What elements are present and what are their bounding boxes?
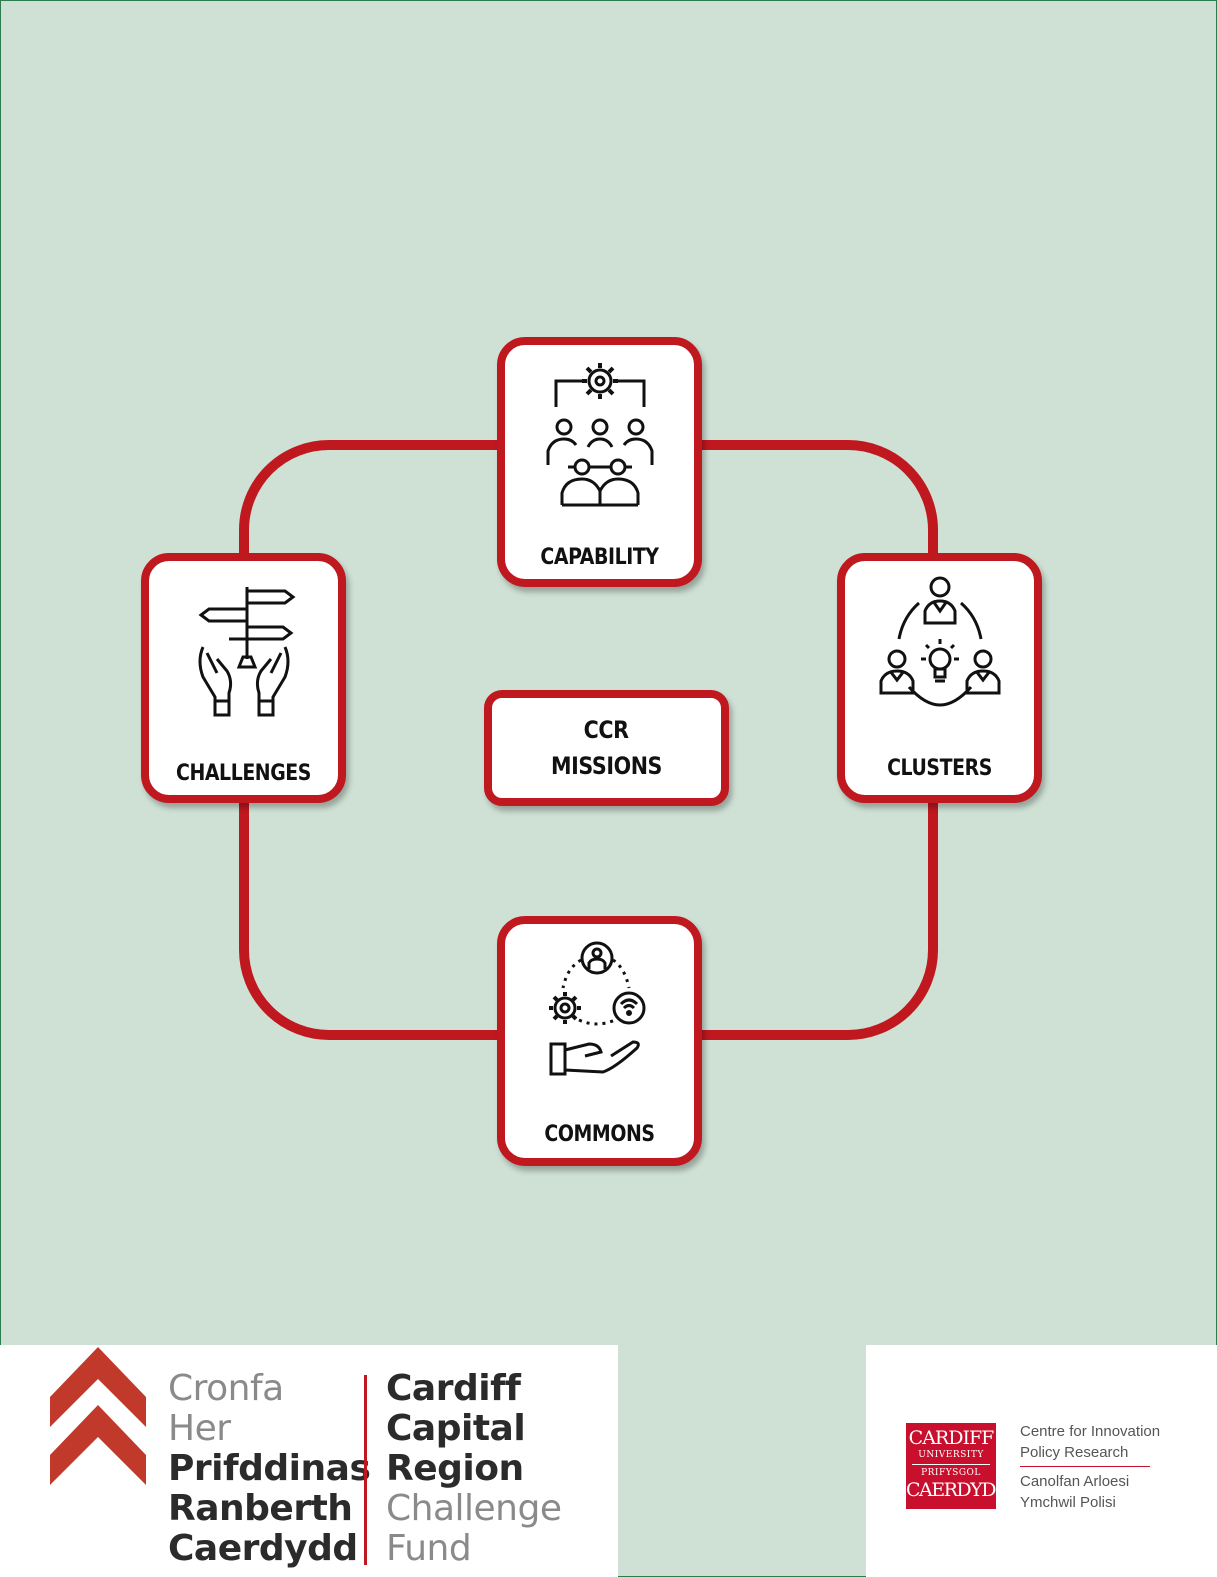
- cu-logo-line4: CAERDYDD: [906, 1479, 1010, 1501]
- cipr-line2: Policy Research: [1020, 1444, 1129, 1461]
- cardiff-university-logo: CARDIFF UNIVERSITY PRIFYSGOL CAERDYDD: [906, 1423, 1010, 1509]
- center-label-line2: MISSIONS: [551, 752, 662, 780]
- node-label-clusters: CLUSTERS: [887, 756, 992, 781]
- english-name: Cardiff Capital Region Challenge Fund: [386, 1368, 562, 1569]
- team-gear-network-icon: [505, 355, 694, 515]
- node-clusters: CLUSTERS: [837, 553, 1042, 803]
- node-capability: CAPABILITY: [497, 337, 702, 587]
- english-line: Capital: [386, 1408, 526, 1449]
- welsh-name: Cronfa Her Prifddinas Ranberth Caerdydd: [168, 1368, 371, 1569]
- welsh-line: Prifddinas: [168, 1448, 371, 1489]
- welsh-line: Her: [168, 1408, 231, 1449]
- center-label-line1: CCR: [584, 716, 629, 744]
- cipr-line1: Centre for Innovation: [1020, 1423, 1161, 1440]
- node-label-challenges: CHALLENGES: [175, 761, 312, 786]
- welsh-line: Ranberth: [168, 1488, 353, 1529]
- welsh-line: Caerdydd: [168, 1528, 358, 1569]
- node-label-capability: CAPABILITY: [540, 545, 659, 570]
- welsh-line: Cronfa: [168, 1368, 284, 1409]
- node-label-commons: COMMONS: [544, 1122, 655, 1147]
- english-line: Fund: [386, 1528, 472, 1569]
- cu-logo-line1: CARDIFF: [908, 1427, 995, 1449]
- cu-logo-separator: [912, 1464, 990, 1465]
- hand-shared-resources-icon: [505, 932, 694, 1092]
- node-challenges: CHALLENGES: [141, 553, 346, 803]
- center-missions-box: CCR MISSIONS: [484, 690, 729, 806]
- cardiff-university-logo-panel: CARDIFF UNIVERSITY PRIFYSGOL CAERDYDD Ce…: [866, 1345, 1217, 1577]
- logo-divider: [364, 1375, 367, 1565]
- chevron-logo-icon: [50, 1347, 146, 1485]
- ccr-challenge-fund-logo-panel: Cronfa Her Prifddinas Ranberth Caerdydd …: [0, 1345, 618, 1577]
- cipr-line3: Canolfan Arloesi: [1020, 1473, 1130, 1490]
- cipr-rule: [1020, 1466, 1150, 1467]
- signpost-hands-icon: [149, 581, 338, 721]
- cipr-text: Centre for Innovation Policy Research Ca…: [1020, 1421, 1160, 1513]
- node-commons: COMMONS: [497, 916, 702, 1166]
- english-line: Challenge: [386, 1488, 562, 1529]
- people-idea-cluster-icon: [845, 567, 1034, 727]
- cu-logo-line2: UNIVERSITY: [918, 1450, 984, 1460]
- cu-logo-line3: PRIFYSGOL: [921, 1468, 981, 1478]
- english-line: Region: [386, 1448, 524, 1489]
- english-line: Cardiff: [386, 1368, 521, 1409]
- cipr-line4: Ymchwil Polisi: [1020, 1494, 1116, 1511]
